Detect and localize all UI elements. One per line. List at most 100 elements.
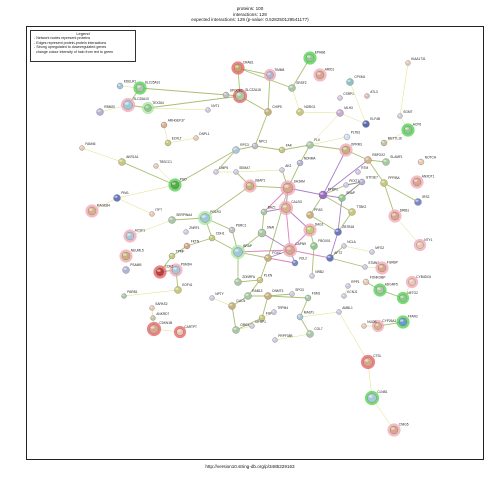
node-CLNB1[interactable]: CLNB1 <box>364 390 388 406</box>
node-METTL16[interactable]: METTL16 <box>380 137 402 147</box>
node-SH3AM[interactable]: SH3AM <box>280 180 305 196</box>
node-NPC1[interactable]: NPC1 <box>251 140 268 150</box>
node-RTM[interactable]: RTM <box>355 166 369 175</box>
node-CHIP5[interactable]: CHIP5 <box>264 105 282 116</box>
node-OPRM1[interactable]: OPRM1 <box>339 143 362 157</box>
node-FFAR2[interactable]: FFAR2 <box>396 315 418 329</box>
node-CTSL[interactable]: CTSL <box>360 354 382 370</box>
node-SNAP[interactable]: SNAP <box>338 191 355 202</box>
node-TBSCC1[interactable]: TBSCC1 <box>153 160 173 169</box>
node-CRAB1[interactable]: CRAB1 <box>231 61 254 75</box>
node-PGD[interactable]: PGD <box>168 178 187 192</box>
node-ANKRD7[interactable]: ANKRD7 <box>150 312 170 321</box>
node-TRPM4[interactable]: TRPM4 <box>271 306 289 315</box>
node-AMBL1[interactable]: AMBL1 <box>336 306 353 315</box>
node-SAPAS2[interactable]: SAPAS2 <box>149 302 168 311</box>
node-FONKOBP[interactable]: FONKOBP <box>362 276 385 286</box>
node-NDRG1[interactable]: NDRG1 <box>296 105 316 116</box>
node-PARB1[interactable]: PARB1 <box>121 290 138 299</box>
node-FAK[interactable]: FAK <box>278 144 293 154</box>
node-ATL3[interactable]: ATL3 <box>364 90 378 99</box>
node-DRIB1[interactable]: DRIB1 <box>388 209 409 223</box>
node-FLII[interactable]: FLII <box>306 138 320 149</box>
node-FGRBP[interactable]: FGRBP <box>375 261 398 275</box>
node-NUOB[interactable]: NUOB <box>361 320 377 329</box>
node-NCLA[interactable]: NCLA <box>341 240 357 249</box>
node-RPP1[interactable]: RPP1 <box>345 280 360 289</box>
node-ITFT[interactable]: ITFT <box>149 208 163 217</box>
node-NDNMA[interactable]: NDNMA <box>296 157 316 167</box>
node-ZDNRFA[interactable]: ZDNRFA <box>234 275 256 286</box>
node-CARTPT[interactable]: CARTPT <box>173 325 197 339</box>
node-FBOX01[interactable]: FBOX01 <box>310 239 331 250</box>
node-NVT1[interactable]: NVT1 <box>205 104 220 113</box>
node-ELF4B[interactable]: ELF4B <box>362 117 381 128</box>
node-KDELR1[interactable]: KDELR1 <box>116 80 136 90</box>
node-TEX264[interactable]: TEX264 <box>141 101 164 115</box>
node-NRB2[interactable]: NRB2 <box>309 270 325 279</box>
node-ORK3[interactable]: ORK3 <box>232 323 250 334</box>
node-CDH1[interactable]: CDH1 <box>208 232 225 242</box>
node-VOL2[interactable]: VOL2 <box>291 257 307 267</box>
node-CPXM1[interactable]: CPXM1 <box>346 75 366 86</box>
node-AK3[interactable]: AK3 <box>279 164 292 173</box>
node-PLTB1[interactable]: PLTB1 <box>343 131 361 141</box>
node-SLC25A10[interactable]: SLC25A10 <box>120 97 149 113</box>
node-ARID1[interactable]: ARID1 <box>313 68 334 82</box>
node-NPHP1[interactable]: NPHP1 <box>249 320 267 329</box>
node-PRPF38B[interactable]: PRPF38B <box>272 334 293 343</box>
node-ZBTB18[interactable]: ZBTB18 <box>334 225 355 236</box>
node-PEXT1[interactable]: PEXT1 <box>343 179 360 188</box>
node-SPOCK1[interactable]: SPOCK1 <box>222 89 243 99</box>
node-CALSO[interactable]: CALSO <box>278 200 303 216</box>
node-AKR1A1[interactable]: AKR1A1 <box>118 155 139 166</box>
node-GTF3E7[interactable]: GTF3E7 <box>358 176 378 186</box>
node-FAM46[interactable]: FAM46 <box>79 142 96 151</box>
node-SLC25A31[interactable]: SLC25A31 <box>133 81 160 95</box>
node-PSMD4[interactable]: PSMD4 <box>169 263 192 277</box>
node-NETO2[interactable]: NETO2 <box>396 291 418 305</box>
node-PLKN[interactable]: PLKN <box>256 274 273 284</box>
node-MAGEB4[interactable]: MAGEB4 <box>85 204 110 218</box>
node-FSM1[interactable]: FSM1 <box>304 292 321 302</box>
node-PFAS[interactable]: PFAS <box>306 208 323 219</box>
node-DNPL1[interactable]: DNPL1 <box>193 132 210 141</box>
node-RAB13[interactable]: RAB13 <box>244 289 263 300</box>
node-TIMM8[interactable]: TIMM8 <box>263 68 285 82</box>
node-SGMT[interactable]: SGMT <box>397 110 413 119</box>
node-BRAP[interactable]: BRAP <box>230 244 252 260</box>
node-RPC3[interactable]: RPC3 <box>232 143 250 154</box>
node-PSAMB[interactable]: PSAMB <box>122 263 142 274</box>
node-TPMF[interactable]: TPMF <box>168 250 185 260</box>
node-PIM1[interactable]: PIM1 <box>113 191 129 202</box>
node-BAZ1[interactable]: BAZ1 <box>260 206 276 216</box>
node-ECKLT[interactable]: ECKLT <box>164 137 182 147</box>
node-NOTCH[interactable]: NOTCH <box>417 156 437 166</box>
node-KCNJ1[interactable]: KCNJ1 <box>341 290 358 299</box>
node-DAG1[interactable]: DAG1 <box>303 223 324 237</box>
node-ADGRF5[interactable]: ADGRF5 <box>373 283 398 297</box>
node-ACP6[interactable]: ACP6 <box>401 123 421 137</box>
node-POLR3[interactable]: POLR3 <box>197 210 221 226</box>
node-PTBP1[interactable]: PTBP1 <box>318 188 338 200</box>
node-MFG2[interactable]: MFG2 <box>369 246 385 255</box>
node-IRS2[interactable]: IRS2 <box>414 195 430 206</box>
node-ARHGEF37[interactable]: ARHGEF37 <box>160 119 185 129</box>
node-CDK2[interactable]: CDK2 <box>153 265 174 279</box>
node-AFT2[interactable]: AFT2 <box>326 251 343 262</box>
node-ANXDT1[interactable]: ANXDT1 <box>410 175 435 189</box>
node-RBFOX2[interactable]: RBFOX2 <box>364 153 386 164</box>
node-NEUML5[interactable]: NEUML5 <box>119 249 144 263</box>
node-ACSF1[interactable]: ACSF1 <box>123 229 145 243</box>
node-ZNRF1[interactable]: ZNRF1 <box>183 226 200 235</box>
node-UMP5[interactable]: UMP5 <box>213 166 229 175</box>
node-PSRC1[interactable]: PSRC1 <box>228 224 247 234</box>
node-SLC22A18[interactable]: SLC22A18 <box>232 88 261 104</box>
node-EPHB6[interactable]: EPHB6 <box>303 51 325 65</box>
node-FGF16[interactable]: FGF16 <box>258 312 276 322</box>
node-FKTN[interactable]: FKTN <box>183 240 200 250</box>
node-CNIG5[interactable]: CNIG5 <box>387 423 409 437</box>
node-KIAA1731[interactable]: KIAA1731 <box>405 57 426 66</box>
node-SEMA7[interactable]: SEMA7 <box>233 166 251 175</box>
